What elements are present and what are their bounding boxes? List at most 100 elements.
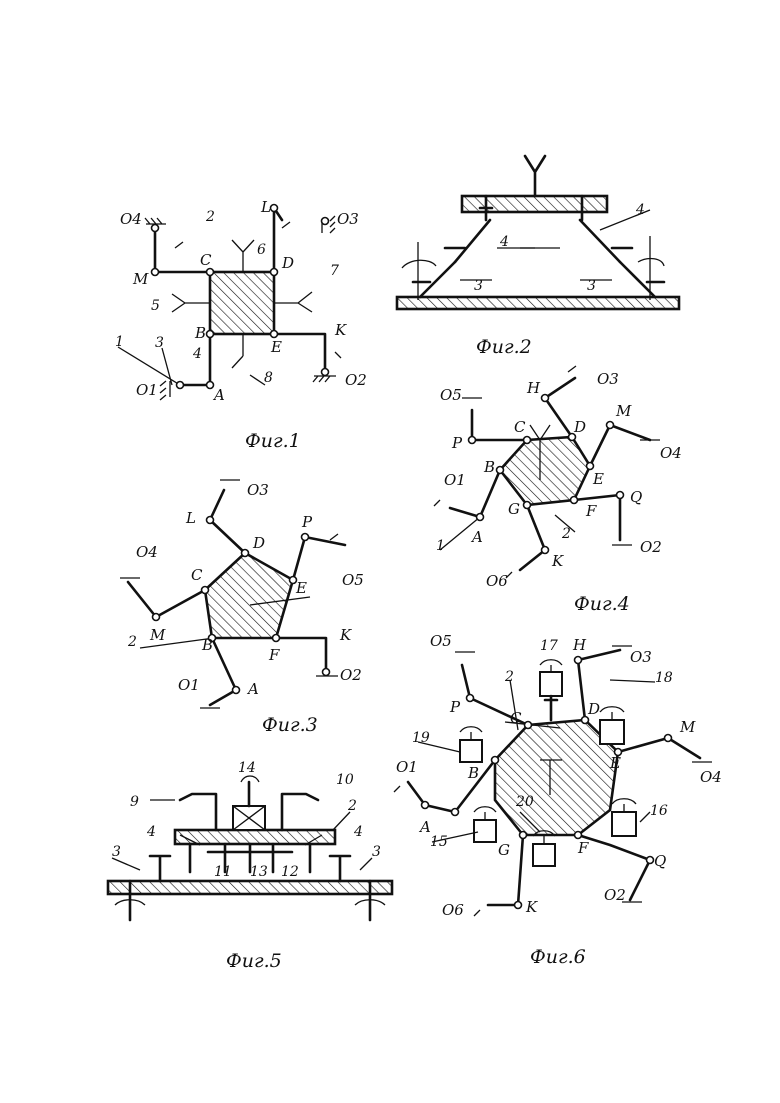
figure-1: O4 M C 2 L D O3 6 5 7 B E K 4 1 3 O1 A 8…: [115, 198, 367, 452]
fig1-point: K: [334, 321, 347, 339]
fig4-point: O2: [640, 538, 662, 556]
fig3-point: K: [339, 626, 352, 644]
fig6-point: 19: [412, 730, 430, 746]
fig6-point: 20: [515, 794, 534, 810]
fig4-caption: Фиг.4: [574, 593, 630, 615]
fig1-point: M: [132, 270, 149, 288]
fig2-base: [397, 297, 679, 309]
fig6-point: 17: [540, 638, 558, 654]
fig3-point: C: [191, 566, 203, 584]
fig6-point: H: [572, 636, 587, 654]
fig3-point: O5: [342, 571, 364, 589]
fig5-part: 11: [214, 864, 232, 880]
fig4-point: C: [514, 418, 526, 436]
fig3-point: O2: [340, 666, 362, 684]
fig4-point: O5: [440, 386, 462, 404]
fig3-point: D: [252, 534, 265, 552]
fig1-point: B: [194, 324, 206, 342]
fig1-body: [210, 272, 274, 334]
fig6-point: O5: [430, 632, 452, 650]
fig1-point: O1: [136, 381, 158, 399]
fig1-point: 8: [264, 370, 273, 386]
fig1-point: O2: [345, 371, 367, 389]
fig5-part: 3: [112, 844, 121, 860]
fig6-point: O6: [442, 901, 464, 919]
fig6-point: 15: [430, 834, 448, 850]
fig2-part: 4: [635, 202, 645, 218]
fig6-point: E: [609, 754, 621, 772]
fig5-base: [108, 881, 392, 894]
fig4-point: O4: [660, 444, 682, 462]
fig4-point: A: [470, 528, 483, 546]
fig5-part: 14: [238, 760, 256, 776]
fig1-point: 2: [205, 209, 215, 225]
fig3-point: O4: [136, 543, 158, 561]
fig5-part: 9: [130, 794, 139, 810]
fig2-platform: [462, 196, 607, 212]
fig1-point: 7: [330, 263, 339, 279]
fig4-point: O6: [486, 572, 508, 590]
fig4-point: 1: [436, 538, 445, 554]
fig3-point: O3: [247, 481, 269, 499]
fig6-point: O1: [396, 758, 418, 776]
figure-2: 4 4 3 3 Фиг.2: [397, 156, 679, 358]
fig6-point: P: [449, 698, 461, 716]
fig6-point: 16: [650, 803, 668, 819]
fig1-point: E: [270, 338, 282, 356]
fig1-point: 5: [151, 298, 160, 314]
fig6-point: 18: [655, 670, 673, 686]
fig4-point: P: [451, 434, 463, 452]
fig4-point: F: [585, 502, 597, 520]
fig4-point: Q: [630, 488, 642, 506]
fig3-point: F: [268, 646, 280, 664]
fig4-point: 2: [561, 526, 571, 542]
fig5-part: 2: [347, 798, 357, 814]
fig6-point: C: [510, 709, 522, 727]
fig4-point: K: [551, 552, 564, 570]
fig6-point: O4: [700, 768, 722, 786]
fig4-body: [500, 437, 590, 505]
fig2-part: 3: [474, 278, 483, 294]
fig6-caption: Фиг.6: [530, 946, 586, 968]
fig1-point: D: [281, 254, 294, 272]
fig4-point: H: [526, 379, 541, 397]
figure-4: H O3 O5 M C D P O4 B E O1 G F Q A 2 1 K …: [434, 366, 682, 615]
fig4-point: B: [483, 458, 495, 476]
fig6-point: Q: [654, 852, 666, 870]
fig1-point: 6: [257, 242, 266, 258]
fig6-point: D: [587, 700, 600, 718]
fig3-point: O1: [178, 676, 200, 694]
fig6-point: G: [498, 841, 510, 859]
fig2-part: 4: [499, 234, 509, 250]
fig4-point: M: [615, 402, 632, 420]
fig2-part: 3: [587, 278, 596, 294]
fig1-point: C: [200, 251, 212, 269]
fig5-part: 10: [336, 772, 354, 788]
figure-3: O3 L D P O5 O4 C E M B K 2 F O2 O1 A Фиг…: [120, 480, 364, 736]
fig3-point: E: [295, 579, 307, 597]
fig6-point: F: [577, 839, 589, 857]
fig1-point: 1: [115, 334, 124, 350]
fig6-point: O2: [604, 886, 626, 904]
fig4-point: O1: [444, 471, 466, 489]
fig4-point: D: [573, 418, 586, 436]
fig3-point: L: [185, 509, 196, 527]
fig3-body: [205, 553, 293, 638]
fig6-point: B: [467, 764, 479, 782]
fig6-point: O3: [630, 648, 652, 666]
fig5-part: 12: [281, 864, 299, 880]
fig4-point: E: [592, 470, 604, 488]
fig3-caption: Фиг.3: [262, 714, 318, 736]
fig3-point: A: [246, 680, 259, 698]
fig5-caption: Фиг.5: [226, 950, 282, 972]
fig1-point: O4: [120, 210, 142, 228]
fig1-point: 4: [192, 346, 202, 362]
fig3-point: M: [149, 626, 166, 644]
figure-6: O5 17 H O3 2 18 P C D 19 M O1 B E A 15 2…: [394, 632, 722, 968]
fig1-point: 3: [155, 335, 164, 351]
fig2-caption: Фиг.2: [476, 336, 532, 358]
fig5-part: 13: [250, 864, 268, 880]
fig1-caption: Фиг.1: [245, 430, 301, 452]
fig1-point: L: [260, 198, 271, 216]
